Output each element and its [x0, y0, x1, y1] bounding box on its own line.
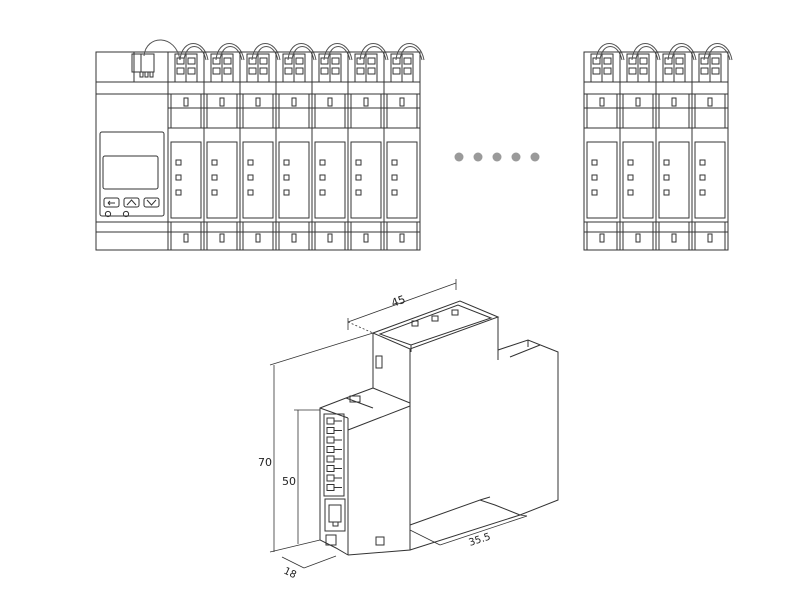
status-led	[591, 189, 598, 196]
continuation-dot	[454, 152, 464, 162]
connector-pin	[326, 436, 335, 444]
connector-pin	[326, 427, 335, 434]
status-led	[663, 189, 670, 196]
io-module	[583, 43, 625, 251]
dimension-lines	[269, 279, 528, 569]
status-led	[319, 159, 326, 166]
status-led	[355, 174, 362, 181]
status-led	[247, 189, 254, 196]
io-module	[203, 43, 245, 251]
main-meter-unit	[95, 51, 169, 251]
status-led	[699, 174, 706, 181]
status-led	[211, 174, 218, 181]
dimension-front-height: 50	[282, 475, 296, 488]
status-led	[175, 174, 182, 181]
status-led	[391, 159, 398, 166]
status-led	[283, 159, 290, 166]
io-module	[311, 43, 353, 251]
connector-pin	[326, 465, 335, 472]
status-led	[627, 174, 634, 181]
connector-pin	[326, 446, 335, 453]
module-group-left	[143, 39, 425, 251]
status-led	[283, 174, 290, 181]
dimension-width: 45	[390, 293, 408, 310]
io-module	[383, 43, 425, 251]
down-arrow-icon	[146, 199, 157, 206]
isometric-module	[319, 300, 559, 556]
dimension-height: 70	[258, 456, 272, 469]
indicator-led-right	[122, 210, 130, 218]
status-led	[319, 174, 326, 181]
dimension-rail-spacing: 35.5	[468, 532, 493, 549]
status-led	[663, 159, 670, 166]
status-led	[247, 174, 254, 181]
continuation-dot	[530, 152, 540, 162]
back-button[interactable]	[103, 197, 120, 208]
status-led	[663, 174, 670, 181]
io-module	[347, 43, 389, 251]
back-arrow-icon	[107, 200, 115, 206]
status-led	[391, 189, 398, 196]
io-module	[691, 43, 733, 251]
status-led	[627, 159, 634, 166]
status-led	[175, 189, 182, 196]
io-module	[239, 43, 281, 251]
up-button[interactable]	[123, 197, 140, 208]
status-led	[283, 189, 290, 196]
status-led	[319, 189, 326, 196]
status-led	[699, 189, 706, 196]
io-module	[167, 43, 209, 251]
down-button[interactable]	[143, 197, 160, 208]
terminal-connector	[326, 417, 342, 491]
status-led	[355, 159, 362, 166]
lcd-display	[102, 155, 159, 190]
continuation-dot	[473, 152, 483, 162]
indicator-led-left	[104, 210, 112, 218]
status-led	[355, 189, 362, 196]
connector-pin	[326, 484, 335, 491]
status-led	[175, 159, 182, 166]
status-led	[211, 159, 218, 166]
connector-pin	[326, 474, 335, 482]
continuation-dot	[492, 152, 502, 162]
status-led	[391, 174, 398, 181]
io-module	[619, 43, 661, 251]
continuation-dot	[511, 152, 521, 162]
up-arrow-icon	[126, 199, 137, 206]
status-led	[247, 159, 254, 166]
status-led	[627, 189, 634, 196]
module-group-right	[583, 43, 733, 251]
io-module	[275, 43, 317, 251]
status-led	[591, 174, 598, 181]
connector-pin	[326, 417, 335, 425]
connector-pin	[326, 455, 335, 463]
io-module	[655, 43, 697, 251]
status-led	[211, 189, 218, 196]
status-led	[699, 159, 706, 166]
status-led	[591, 159, 598, 166]
continuation-dots	[454, 152, 540, 162]
dimension-depth: 18	[282, 566, 298, 581]
